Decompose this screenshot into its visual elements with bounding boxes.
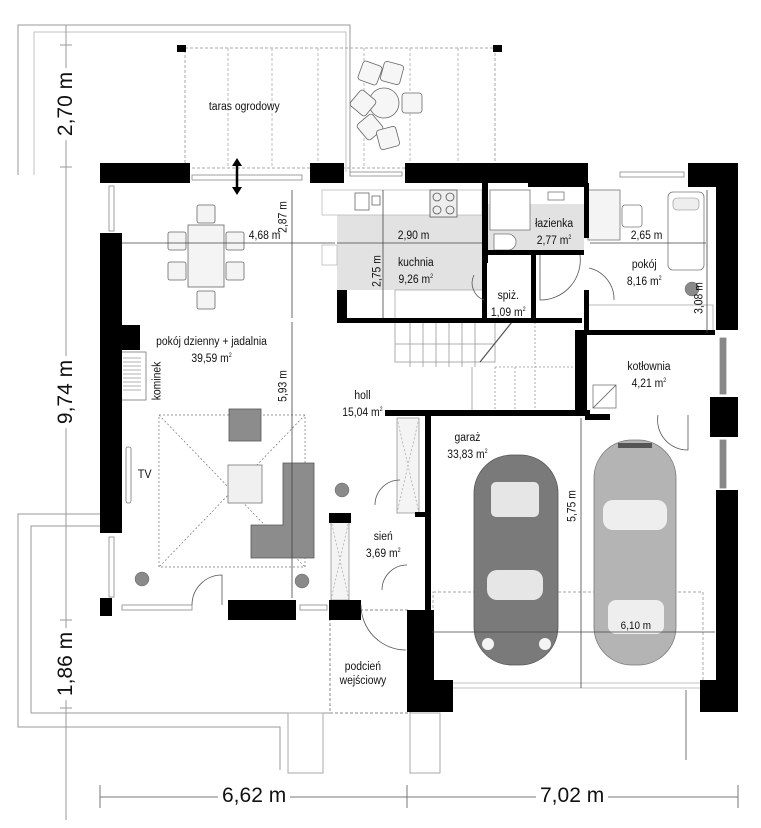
dim-kuchnia-width: 2,90 m <box>397 230 430 242</box>
dim-outer-bottom-left: 6,62 m <box>218 784 291 808</box>
dim-pokoj-depth: 3,08 m <box>693 282 706 314</box>
dim-salon-depth-top: 2,87 m <box>277 201 290 233</box>
dim-kuchnia-depth: 2,75 m <box>371 255 384 287</box>
room-label-holl: holl 15,04 m2 <box>342 389 382 420</box>
corner-sofa <box>250 462 315 559</box>
car-left <box>473 454 559 666</box>
room-name: taras ogrodowy <box>208 101 280 113</box>
room-area: 39,59 m2 <box>191 353 232 365</box>
dim-pokoj-width: 2,65 m <box>630 230 663 242</box>
doors <box>191 254 689 651</box>
dim-outer-left-top: 2,70 m <box>54 67 79 141</box>
room-name: łazienka <box>535 218 574 230</box>
room-name-line2: wejściowy <box>339 675 387 687</box>
room-name: podcień <box>344 661 382 673</box>
room-area: 2,77 m2 <box>536 235 572 247</box>
room-name: kuchnia <box>397 257 434 269</box>
room-area: 3,69 m2 <box>365 548 401 560</box>
room-name: sień <box>373 531 393 543</box>
room-name: pokój dzienny + jadalnia <box>156 336 267 348</box>
fixture-label-tv: TV <box>137 467 152 481</box>
dim-outer-bottom-right: 7,02 m <box>536 784 609 808</box>
dim-outer-left-bottom: 1,86 m <box>54 627 79 701</box>
room-label-garaz: garaż 33,83 m2 <box>447 431 487 462</box>
car-right <box>593 439 677 666</box>
room-label-spiz: spiż. 1,09 m2 <box>491 289 526 320</box>
fixture-label-kominek: kominek <box>151 361 164 401</box>
room-area: 4,21 m2 <box>631 378 667 390</box>
room-label-podcien: podcień wejściowy <box>340 660 387 688</box>
room-label-salon: pokój dzienny + jadalnia 39,59 m2 <box>156 335 267 366</box>
room-label-taras: taras ogrodowy <box>209 100 280 114</box>
walls <box>100 163 738 712</box>
inner-dimension-lines <box>122 190 715 688</box>
tv-unit <box>125 446 132 504</box>
room-name: pokój <box>631 259 657 271</box>
plants <box>134 281 700 589</box>
dim-salon-width: 4,68 m <box>248 230 281 242</box>
windows <box>108 171 727 611</box>
room-area: 1,09 m2 <box>490 307 526 319</box>
dim-outer-left-middle: 9,74 m <box>54 355 79 429</box>
room-name: kotłownia <box>627 361 671 373</box>
staircase <box>394 321 575 412</box>
fireplace <box>117 351 147 401</box>
dim-garaz-width: 6,10 m <box>620 620 651 632</box>
room-area: 9,26 m2 <box>398 274 434 286</box>
room-label-kuchnia: kuchnia 9,26 m2 <box>398 256 434 287</box>
room-label-lazienka: łazienka 2,77 m2 <box>535 217 573 248</box>
room-area: 33,83 m2 <box>447 449 488 461</box>
dim-garaz-depth: 5,75 m <box>566 490 579 522</box>
terrace-table-set <box>349 60 423 150</box>
dim-salon-depth-main: 5,93 m <box>277 370 290 402</box>
room-name: spiż. <box>497 290 519 302</box>
room-name: holl <box>354 390 371 402</box>
dining-table-set <box>167 204 245 310</box>
room-area: 8,16 m2 <box>626 276 662 288</box>
room-area: 15,04 m2 <box>342 407 383 419</box>
room-label-kotlownia: kotłownia 4,21 m2 <box>627 360 670 391</box>
room-label-pokoj: pokój 8,16 m2 <box>627 258 662 289</box>
room-label-sien: sień 3,69 m2 <box>366 530 401 561</box>
room-name: garaż <box>454 432 481 444</box>
